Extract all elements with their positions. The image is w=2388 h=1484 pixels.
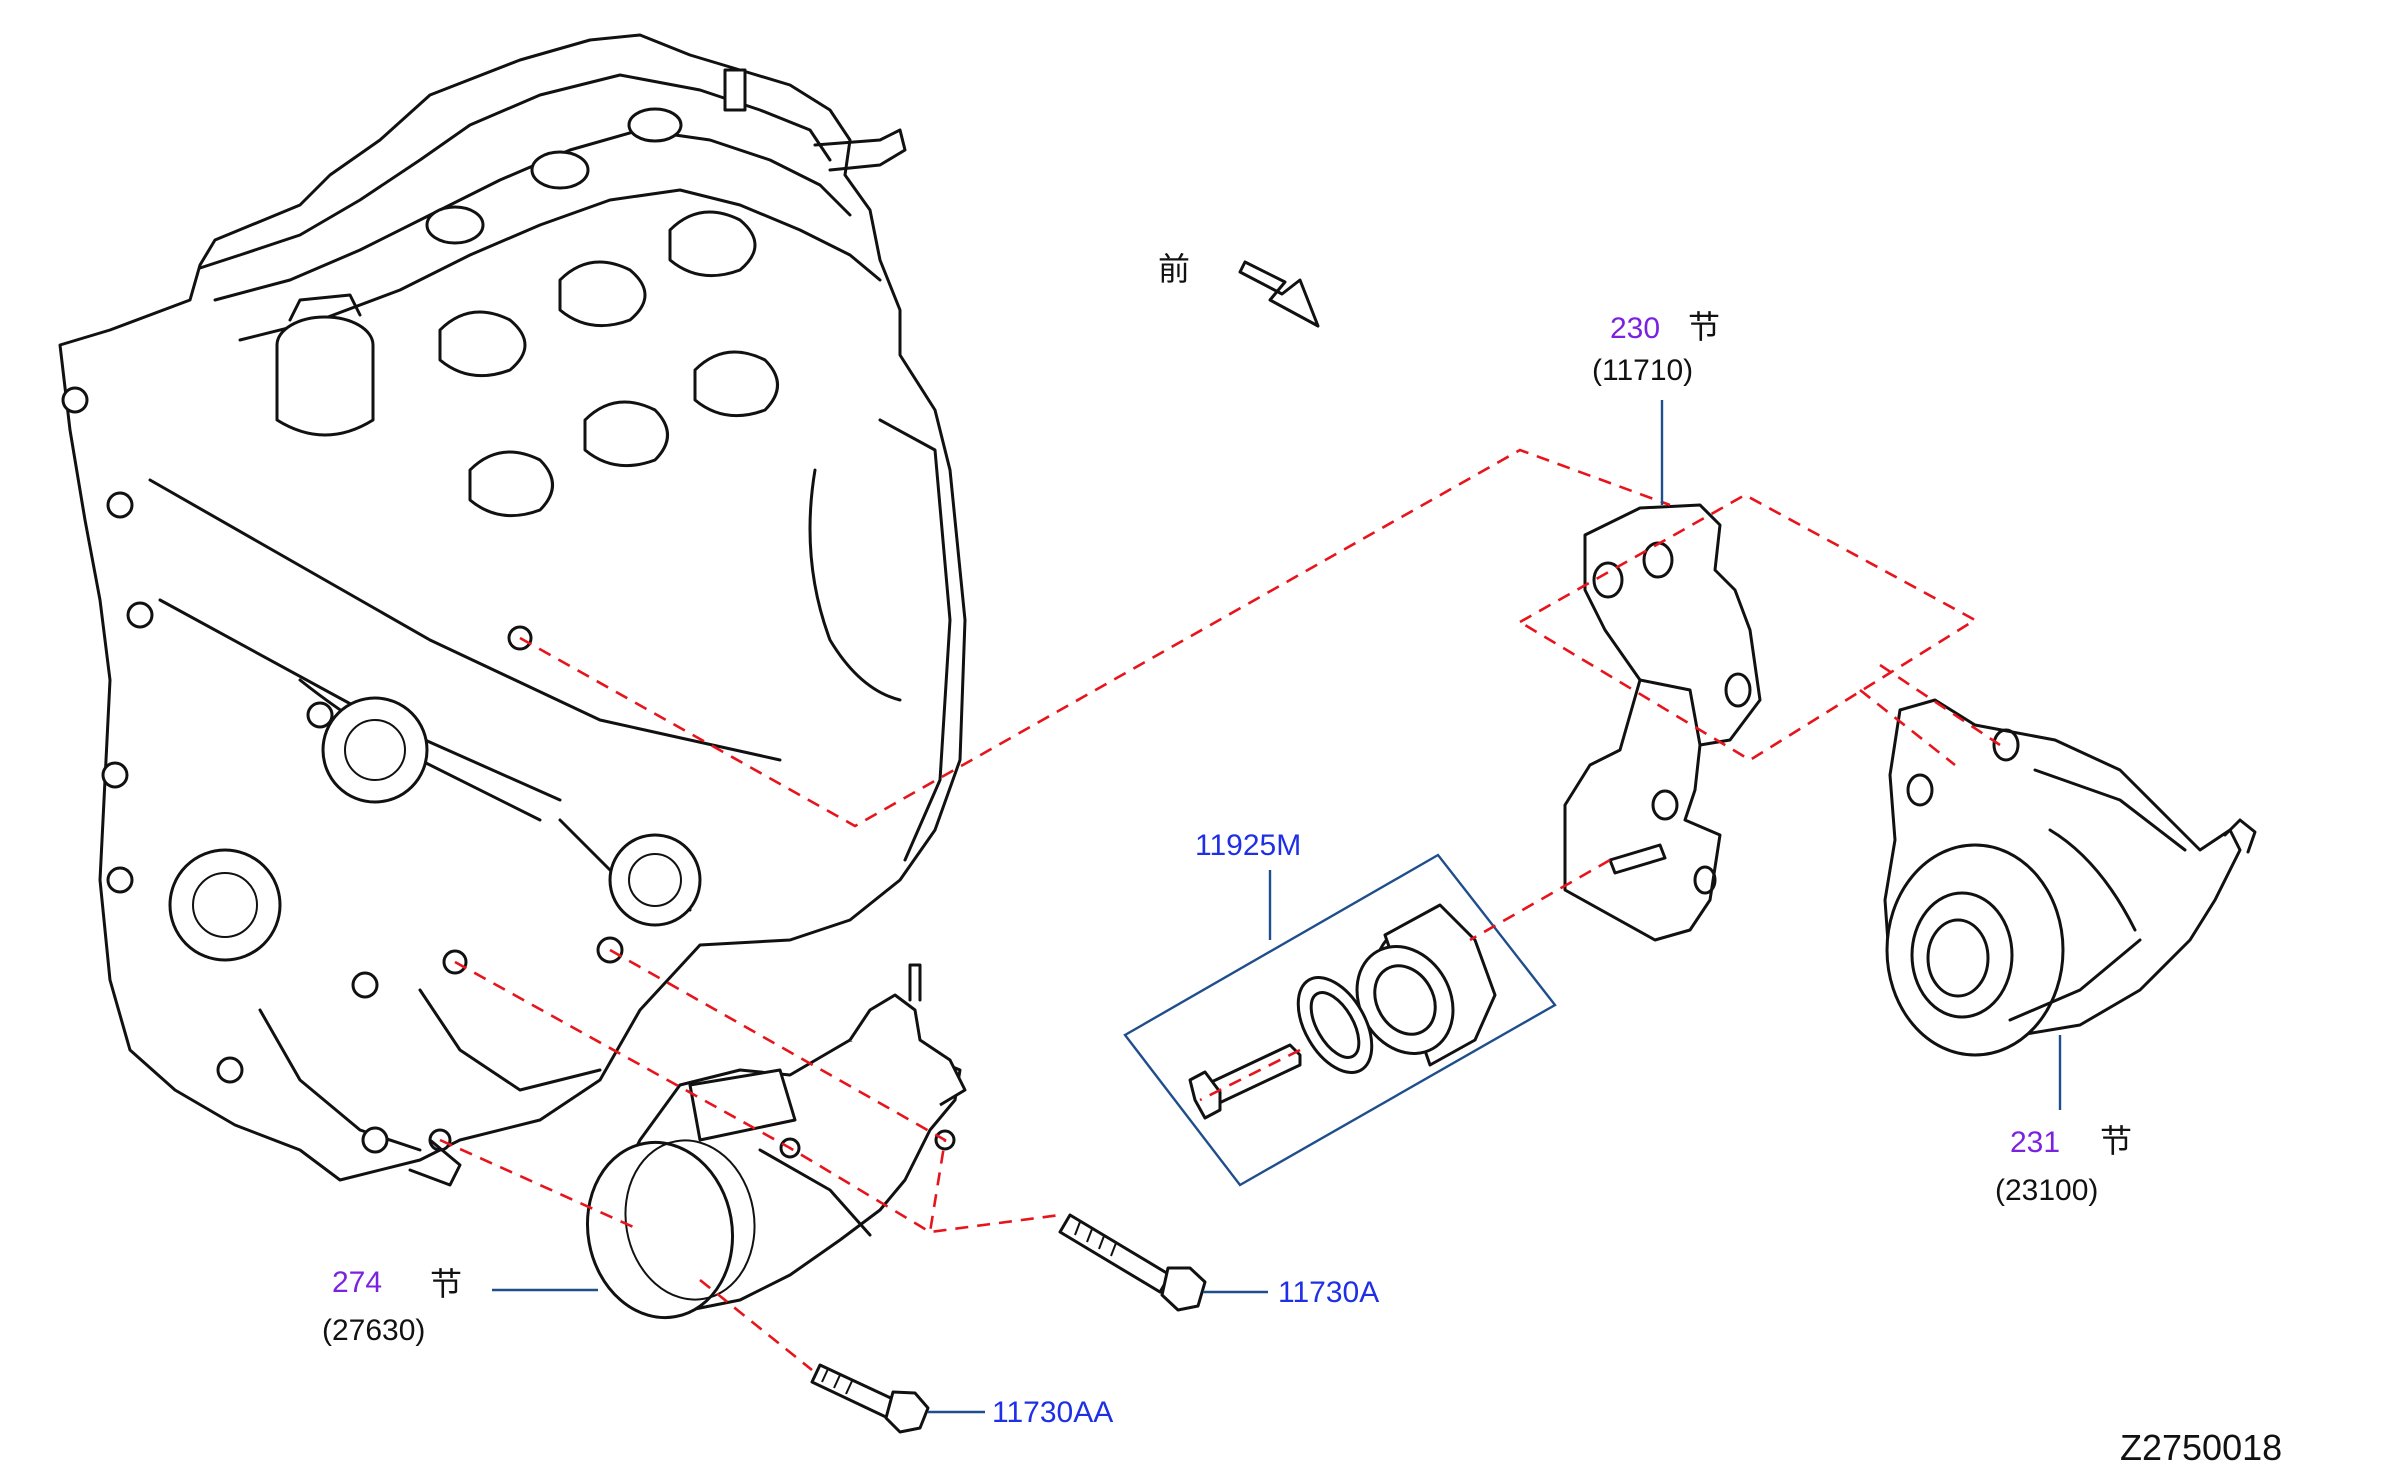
callout-274-ref[interactable]: 274 — [332, 1266, 382, 1299]
callout-230-part-no: (11710) — [1592, 354, 1693, 387]
callout-11730a[interactable]: 11730A — [1278, 1276, 1379, 1309]
bolt-11730a — [1058, 1213, 1207, 1312]
callout-230: 230 节 (11710) — [1592, 308, 1720, 387]
front-direction-marker: 前 — [1158, 250, 1320, 328]
front-marker-text: 前 — [1158, 250, 1190, 288]
ac-compressor — [585, 963, 967, 1320]
callout-274: 274 节 (27630) — [322, 1265, 462, 1347]
bolt-11730aa — [810, 1363, 930, 1434]
diagram-id: Z2750018 — [2120, 1427, 2282, 1468]
callout-231-suffix: 节 — [2100, 1122, 2132, 1160]
idler-pulley-kit — [1123, 853, 1557, 1187]
callout-231: 231 节 (23100) — [1995, 1122, 2132, 1207]
alternator-bracket — [1563, 503, 1762, 942]
assembly-dashed-lines — [439, 448, 2001, 1372]
callout-230-ref[interactable]: 230 — [1610, 312, 1660, 345]
alternator — [1883, 698, 2257, 1057]
callout-230-suffix: 节 — [1688, 308, 1720, 346]
callout-11730aa[interactable]: 11730AA — [992, 1396, 1113, 1429]
callout-11925m[interactable]: 11925M — [1195, 829, 1301, 862]
callout-274-suffix: 节 — [430, 1265, 462, 1303]
callout-231-part-no: (23100) — [1995, 1174, 2098, 1207]
callout-274-part-no: (27630) — [322, 1314, 425, 1347]
callout-231-ref[interactable]: 231 — [2010, 1126, 2060, 1159]
leader-lines — [492, 400, 2062, 1414]
engine-block — [58, 33, 967, 1187]
arrow-icon — [1238, 260, 1320, 328]
